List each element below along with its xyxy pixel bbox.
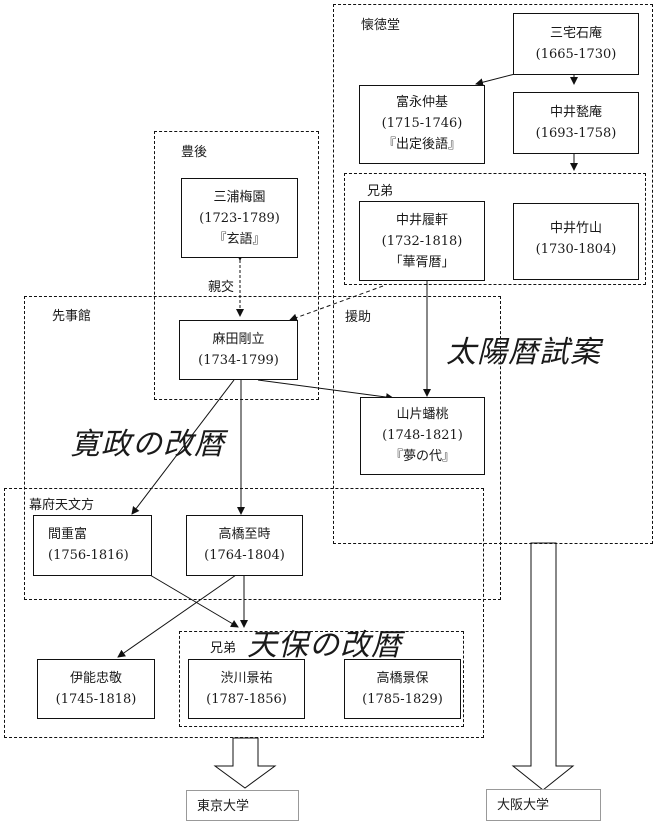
group-bakufu: [4, 488, 484, 738]
hollow-arrow-osaka: [511, 542, 575, 791]
arrow-asada-yamagata: [257, 379, 394, 402]
label-brothers-bottom: 兄弟: [210, 637, 237, 656]
person-work: 「華胥暦」: [389, 255, 455, 270]
person-name: 三宅石庵: [549, 26, 602, 41]
person-years: (1730-1804): [535, 242, 617, 257]
arrow-asada-hazama: [131, 379, 235, 515]
person-asada: 麻田剛立 (1734-1799): [179, 320, 298, 380]
person-years: (1764-1804): [204, 548, 285, 563]
person-years: (1756-1816): [48, 548, 129, 563]
label-brothers-top: 兄弟: [367, 180, 394, 199]
person-nakai-riken: 中井履軒 (1732-1818) 「華胥暦」: [359, 201, 485, 281]
person-takahashi-kageyasu: 高橋景保 (1785-1829): [344, 659, 461, 719]
person-name: 間重富: [48, 527, 88, 542]
group-kaitokudo: [333, 4, 653, 544]
person-years: (1785-1829): [362, 692, 443, 707]
person-work: 『出定後語』: [382, 137, 461, 152]
label-bungo: 豊後: [181, 141, 208, 160]
person-years: (1734-1799): [198, 353, 279, 368]
person-years: (1748-1821): [382, 428, 463, 443]
heading-taiyoreki: 太陽暦試案: [446, 335, 601, 370]
person-years: (1665-1730): [535, 47, 617, 62]
group-bungo: [154, 131, 319, 400]
person-takahashi-yoshitoki: 高橋至時 (1764-1804): [186, 515, 303, 576]
label-kaitokudo: 懐徳堂: [361, 14, 401, 33]
person-name: 麻田剛立: [212, 332, 265, 347]
person-years: (1732-1818): [381, 234, 463, 249]
person-shibukawa: 渋川景祐 (1787-1856): [188, 659, 305, 719]
hollow-arrow-tokyo: [213, 737, 277, 789]
person-nakai-shuan: 中井甃庵 (1693-1758): [513, 92, 639, 154]
label-shinko: 親交: [208, 276, 235, 295]
arrow-riken-asada: [289, 285, 384, 322]
person-name: 中井甃庵: [549, 105, 602, 120]
person-name: 伊能忠敬: [69, 671, 122, 686]
group-senjikan: [24, 296, 501, 600]
university-osaka: 大阪大学: [486, 789, 601, 821]
person-tominaga: 富永仲基 (1715-1746) 『出定後語』: [359, 85, 485, 164]
person-years: (1693-1758): [535, 126, 617, 141]
person-years: (1745-1818): [55, 692, 137, 707]
arrow-hazama-shibukawa: [149, 574, 239, 628]
person-name: 富永仲基: [395, 95, 448, 110]
label-senjikan: 先事館: [52, 305, 92, 324]
label-bakufu: 幕府天文方: [29, 494, 95, 513]
arrow-miyake-tominaga: [475, 73, 516, 87]
person-name: 中井竹山: [549, 221, 602, 236]
person-name: 高橋景保: [376, 671, 429, 686]
person-name: 中井履軒: [395, 213, 448, 228]
person-hazama: 間重富 (1756-1816): [33, 515, 152, 576]
heading-kansei: 寛政の改暦: [70, 427, 225, 462]
person-miura: 三浦梅園 (1723-1789) 『玄語』: [181, 178, 298, 258]
person-work: 『夢の代』: [389, 449, 455, 464]
person-nakai-chikuzan: 中井竹山 (1730-1804): [513, 203, 639, 280]
label-enjo: 援助: [345, 306, 372, 325]
person-name: 渋川景祐: [220, 671, 273, 686]
person-name: 山片蟠桃: [396, 407, 449, 422]
person-ino: 伊能忠敬 (1745-1818): [37, 659, 155, 719]
person-years: (1723-1789): [199, 211, 280, 226]
person-miyake: 三宅石庵 (1665-1730): [513, 13, 639, 75]
person-years: (1715-1746): [381, 116, 463, 131]
university-tokyo: 東京大学: [186, 790, 299, 821]
person-yamagata: 山片蟠桃 (1748-1821) 『夢の代』: [360, 397, 485, 475]
person-work: 『玄語』: [213, 232, 266, 247]
heading-tenpo: 天保の改暦: [247, 628, 402, 663]
person-years: (1787-1856): [206, 692, 287, 707]
person-name: 高橋至時: [218, 527, 271, 542]
person-name: 三浦梅園: [213, 190, 266, 205]
group-brothers-top: [344, 173, 646, 285]
arrow-takahashi-ino: [117, 574, 237, 658]
group-brothers-bottom: [179, 631, 464, 727]
